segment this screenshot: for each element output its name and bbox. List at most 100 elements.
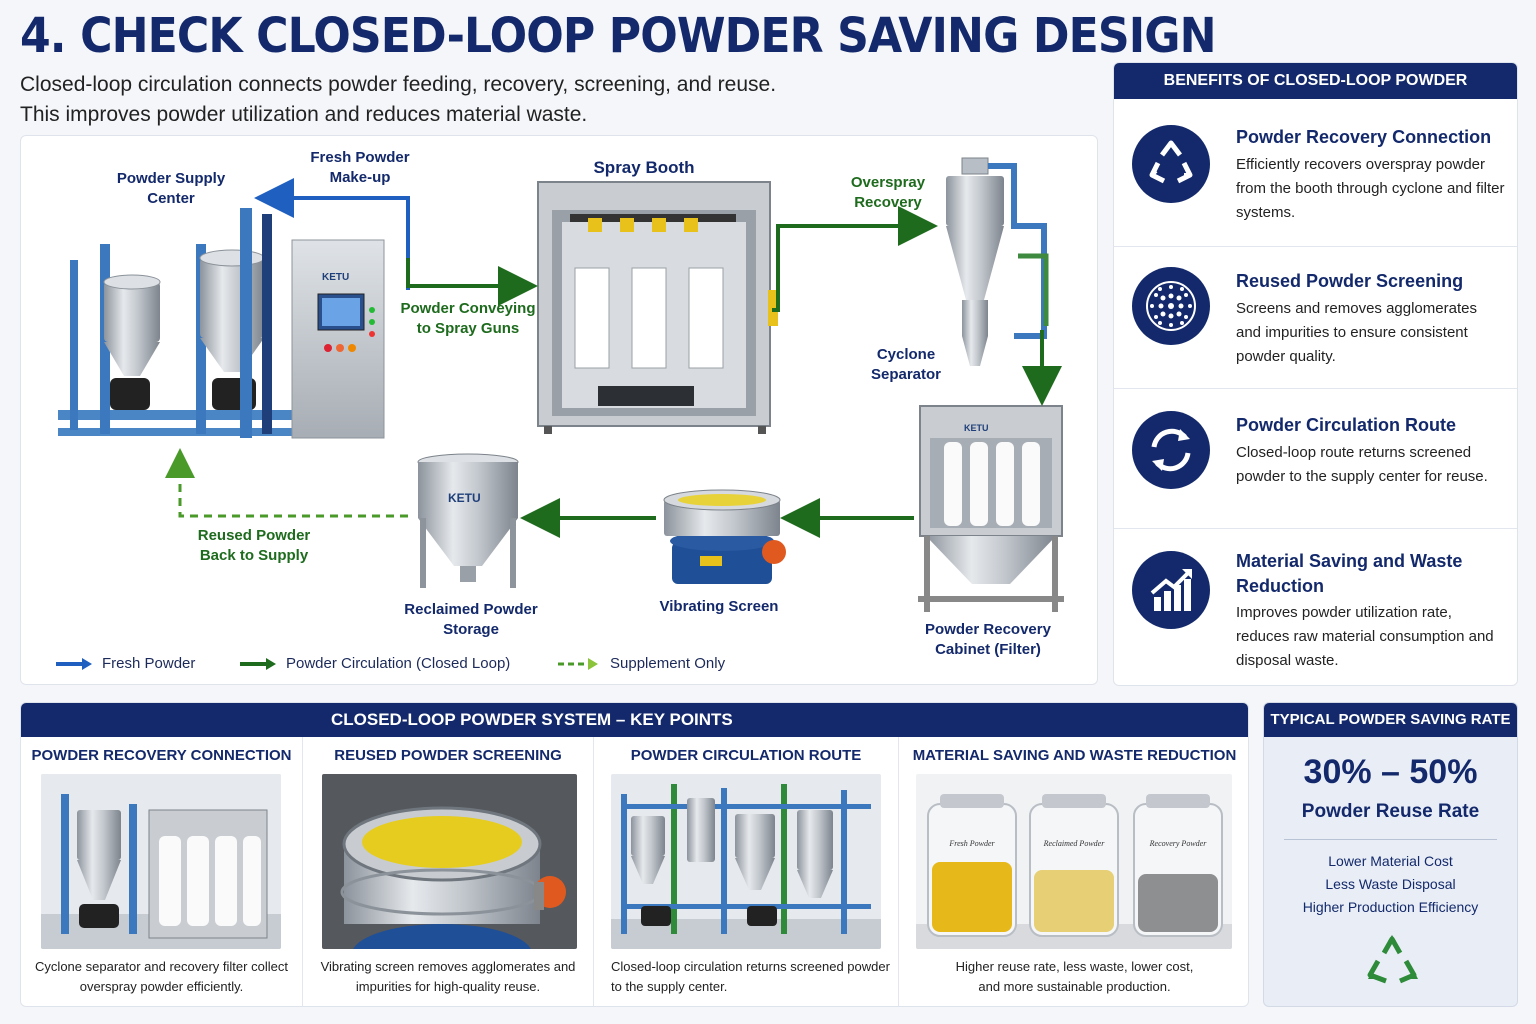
benefit-title: Powder Recovery Connection <box>1236 127 1492 147</box>
caption-line1: Higher reuse rate, less waste, lower cos… <box>955 959 1194 974</box>
label-fresh-makeup: Fresh Powder Make-up <box>296 148 424 188</box>
label-supply-center: Powder Supply Center <box>100 169 242 209</box>
legend-fresh-label: Fresh Powder <box>102 655 196 672</box>
route-photo <box>611 774 881 949</box>
jar-label-recovery: Recovery Powder <box>1149 839 1208 848</box>
supply-brand-text: KETU <box>322 272 349 283</box>
jar-recovery <box>1133 794 1223 937</box>
caption-line2: and more sustainable production. <box>978 979 1171 994</box>
recycle-icon <box>1132 125 1210 203</box>
benefit-desc: Screens and removes agglomerates and imp… <box>1236 300 1477 365</box>
label-reused-back-line2: Back to Supply <box>199 547 309 564</box>
label-reclaimed-line2: Storage <box>443 621 499 638</box>
label-overspray: Overspray Recovery <box>832 173 944 213</box>
label-vibrating: Vibrating Screen <box>659 598 779 615</box>
green-recycle-icon <box>1367 935 1418 984</box>
label-conveying-line2: to Spray Guns <box>416 320 520 337</box>
benefit-desc: Closed-loop route returns screened powde… <box>1236 444 1488 485</box>
intro-line-1: Closed-loop circulation connects powder … <box>20 73 777 96</box>
legend-circulation-label: Powder Circulation (Closed Loop) <box>286 655 511 672</box>
label-overspray-line2: Recovery <box>854 194 922 211</box>
overspray-arrow <box>772 206 938 312</box>
storage-brand-text: KETU <box>448 491 481 505</box>
key-point-saving: MATERIAL SAVING AND WASTE REDUCTION <box>899 737 1248 1006</box>
benefit-title: Reused Powder Screening <box>1236 271 1464 291</box>
saving-rate-item: Less Waste Disposal <box>1325 876 1456 892</box>
label-supply-center-line1: Powder Supply <box>116 170 226 187</box>
powder-jars-photo: Fresh Powder Reclaimed Powder Recovery P… <box>916 774 1232 949</box>
label-fresh-makeup-line1: Fresh Powder <box>310 149 410 166</box>
benefit-item-screening: Reused Powder Screening Screens and remo… <box>1114 247 1517 389</box>
label-recovery-cabinet-line2: Cabinet (Filter) <box>935 641 1041 658</box>
benefit-title: Powder Circulation Route <box>1236 415 1457 435</box>
key-point-title: MATERIAL SAVING AND WASTE REDUCTION <box>912 747 1237 764</box>
caption-line1: Closed-loop circulation returns screened… <box>611 959 890 974</box>
benefit-item-route: Powder Circulation Route Closed-loop rou… <box>1114 389 1517 529</box>
legend-circulation: Powder Circulation (Closed Loop) <box>240 655 510 672</box>
circulation-icon <box>1132 411 1210 489</box>
saving-rate-value: 30% – 50% <box>1303 753 1478 791</box>
key-point-title: POWDER CIRCULATION ROUTE <box>630 747 862 764</box>
cabinet-brand-text: KETU <box>964 423 989 433</box>
label-supply-center-line2: Center <box>147 190 195 207</box>
conveying-arrow <box>406 258 538 306</box>
jar-label-fresh: Fresh Powder <box>948 839 995 848</box>
caption-line2: to the supply center. <box>611 979 728 994</box>
label-cyclone-line1: Cyclone <box>876 346 936 363</box>
reused-back-arrow <box>165 448 408 518</box>
caption-line1: Vibrating screen removes agglomerates an… <box>320 959 576 974</box>
key-point-route: POWDER CIRCULATION ROUTE Closed-loop cir… <box>594 737 899 1006</box>
label-overspray-line1: Overspray <box>850 174 926 191</box>
key-point-recovery: POWDER RECOVERY CONNECTION Cyclone separ… <box>21 737 303 1006</box>
legend-supplement-label: Supplement Only <box>610 655 726 672</box>
page-title: 4. CHECK CLOSED-LOOP POWDER SAVING DESIG… <box>20 8 1217 64</box>
benefit-desc: Improves powder utilization rate, reduce… <box>1236 604 1494 669</box>
label-recovery-cabinet: Powder Recovery Cabinet (Filter) <box>910 620 1066 660</box>
saving-rate-divider <box>1284 839 1497 840</box>
powder-supply-center-machine: KETU <box>58 208 385 439</box>
label-reclaimed: Reclaimed Powder Storage <box>396 600 546 640</box>
key-points-panel: CLOSED-LOOP POWDER SYSTEM – KEY POINTS P… <box>20 702 1249 1007</box>
benefits-header: BENEFITS OF CLOSED-LOOP POWDER CIRCULATI… <box>1114 63 1517 125</box>
growth-chart-icon <box>1132 551 1210 629</box>
screen-mesh-icon <box>1132 267 1210 345</box>
benefit-item-recovery: Powder Recovery Connection Efficiently r… <box>1114 99 1517 247</box>
label-conveying-line1: Powder Conveying <box>400 300 536 317</box>
screening-photo <box>322 774 577 949</box>
intro-line-2: This improves powder utilization and red… <box>20 103 588 126</box>
legend-supplement: Supplement Only <box>558 655 725 672</box>
label-cyclone: Cyclone Separator <box>858 345 954 385</box>
label-cyclone-line2: Separator <box>870 366 942 383</box>
benefit-item-saving: Material Saving and Waste Reduction Impr… <box>1114 529 1517 685</box>
jar-reclaimed <box>1029 794 1119 937</box>
benefits-panel: BENEFITS OF CLOSED-LOOP POWDER CIRCULATI… <box>1113 62 1518 686</box>
powder-recovery-cabinet-machine: KETU <box>918 405 1064 612</box>
label-spray-booth: Spray Booth <box>593 158 695 177</box>
benefit-desc: Efficiently recovers overspray powder fr… <box>1236 156 1505 221</box>
key-point-screening: REUSED POWDER SCREENING Vibrating screen… <box>303 737 594 1006</box>
label-reused-back-line1: Reused Powder <box>197 527 311 544</box>
intro-text: Closed-loop circulation connects powder … <box>20 70 776 130</box>
key-points-header: CLOSED-LOOP POWDER SYSTEM – KEY POINTS <box>21 703 1248 737</box>
key-point-caption: Vibrating screen removes agglomerates an… <box>303 957 593 997</box>
reclaimed-powder-storage-machine: KETU <box>417 453 519 588</box>
cyclone-separator-machine <box>946 157 1049 366</box>
jar-label-reclaimed: Reclaimed Powder <box>1043 839 1106 848</box>
caption-line1: Cyclone separator and recovery filter co… <box>35 959 288 974</box>
saving-rate-item: Lower Material Cost <box>1328 853 1453 869</box>
legend-fresh-powder: Fresh Powder <box>56 655 195 672</box>
label-conveying: Powder Conveying to Spray Guns <box>396 299 540 339</box>
key-point-title: POWDER RECOVERY CONNECTION <box>31 747 292 764</box>
saving-rate-header: TYPICAL POWDER SAVING RATE <box>1264 703 1517 737</box>
label-fresh-makeup-line2: Make-up <box>329 169 391 186</box>
spray-booth-machine <box>537 181 778 434</box>
caption-line2: overspray powder efficiently. <box>79 979 244 994</box>
recovery-photo <box>41 774 281 949</box>
vibrating-screen-machine <box>663 489 786 584</box>
legend-blue-arrow-icon <box>56 657 92 670</box>
saving-rate-item: Higher Production Efficiency <box>1302 899 1479 915</box>
key-point-caption: Closed-loop circulation returns screened… <box>611 957 898 997</box>
saving-rate-panel: TYPICAL POWDER SAVING RATE 30% – 50% Pow… <box>1263 702 1518 1007</box>
